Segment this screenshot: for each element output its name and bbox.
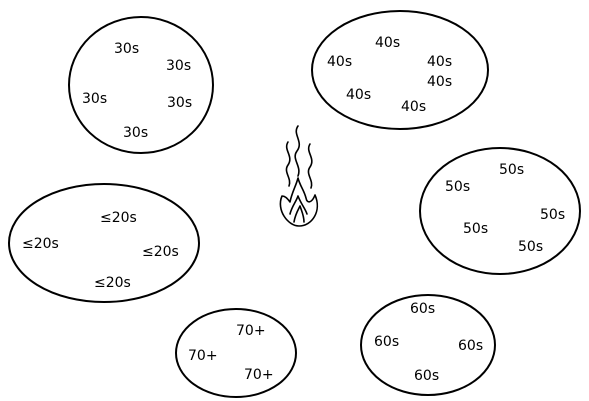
group-50s-oval <box>419 147 581 275</box>
group-60s-oval <box>360 294 496 396</box>
member-label: ≤20s <box>22 236 59 252</box>
member-label: ≤20s <box>142 244 179 260</box>
member-label: 40s <box>375 35 400 51</box>
member-label: 30s <box>82 91 107 107</box>
member-label: 40s <box>427 54 452 70</box>
member-label: 60s <box>458 338 483 354</box>
member-label: 70+ <box>236 323 266 339</box>
group-le20s: ≤20s ≤20s ≤20s ≤20s <box>8 183 200 303</box>
member-label: ≤20s <box>100 210 137 226</box>
member-label: 60s <box>374 334 399 350</box>
flame-icon <box>279 177 319 227</box>
member-label: 30s <box>166 58 191 74</box>
member-label: 60s <box>414 368 439 384</box>
member-label: 50s <box>499 162 524 178</box>
member-label: 70+ <box>188 348 218 364</box>
member-label: 50s <box>445 179 470 195</box>
smoke-icon <box>285 125 313 189</box>
group-60s: 60s 60s 60s 60s <box>360 294 496 396</box>
group-40s: 40s 40s 40s 40s 40s 40s <box>311 10 489 130</box>
member-label: 30s <box>114 41 139 57</box>
member-label: 30s <box>167 95 192 111</box>
member-label: 70+ <box>244 367 274 383</box>
group-50s: 50s 50s 50s 50s 50s <box>419 147 581 275</box>
group-70plus-oval <box>175 308 297 398</box>
member-label: 50s <box>540 207 565 223</box>
member-label: ≤20s <box>94 275 131 291</box>
member-label: 50s <box>463 221 488 237</box>
campfire-icon <box>279 125 319 227</box>
group-70plus: 70+ 70+ 70+ <box>175 308 297 398</box>
member-label: 30s <box>123 125 148 141</box>
group-30s-oval <box>68 16 214 154</box>
member-label: 40s <box>327 54 352 70</box>
member-label: 60s <box>410 301 435 317</box>
member-label: 40s <box>427 74 452 90</box>
group-40s-oval <box>311 10 489 130</box>
member-label: 50s <box>518 239 543 255</box>
group-30s: 30s 30s 30s 30s 30s <box>68 16 214 154</box>
member-label: 40s <box>346 87 371 103</box>
member-label: 40s <box>401 99 426 115</box>
group-le20s-oval <box>8 183 200 303</box>
